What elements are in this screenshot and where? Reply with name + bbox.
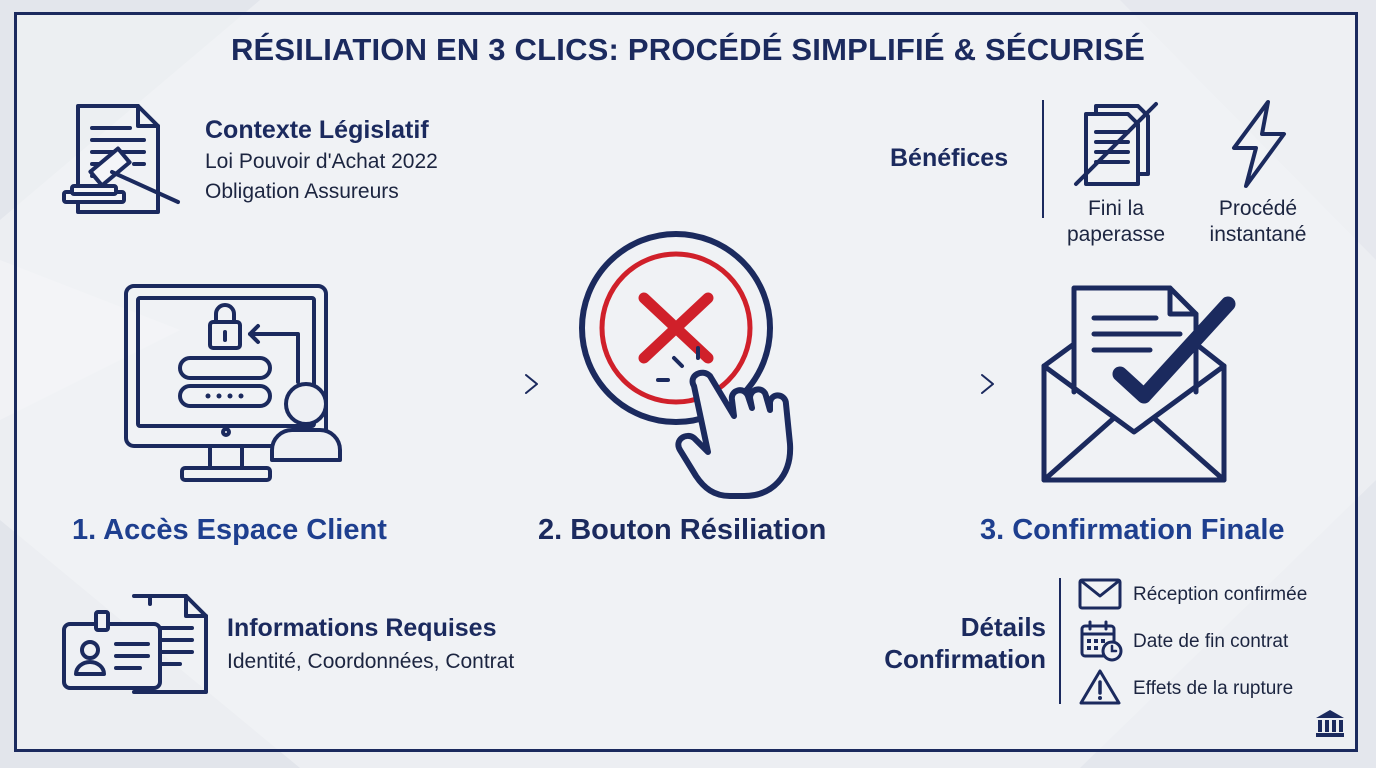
benefit-2-label-line1: Procédé [1218, 197, 1298, 220]
confirmation-heading-line1: Détails [960, 612, 1046, 642]
confirmation-item-1: Réception confirmée [1133, 584, 1308, 605]
step-3-label: 3. Confirmation Finale [980, 514, 1285, 546]
required-info-text: Identité, Coordonnées, Contrat [227, 650, 515, 673]
arrow-step2-to-step3 [842, 374, 994, 394]
bank-building-icon [1316, 710, 1344, 737]
confirmation-item-3: Effets de la rupture [1133, 678, 1294, 699]
benefit-2-label-line2: instantané [1209, 223, 1307, 246]
required-info-heading: Informations Requises [227, 614, 497, 642]
context-heading: Contexte Législatif [205, 116, 429, 144]
step-2-label: 2. Bouton Résiliation [538, 514, 827, 546]
context-line-1: Loi Pouvoir d'Achat 2022 [205, 150, 438, 173]
envelope-icon [1078, 578, 1122, 610]
cancel-click-icon [579, 231, 794, 499]
step-1-label: 1. Accès Espace Client [72, 514, 387, 546]
benefit-1-label-line1: Fini la [1087, 197, 1145, 220]
computer-login-icon [124, 284, 342, 482]
page-title: RÉSILIATION EN 3 CLICS: PROCÉDÉ SIMPLIFI… [230, 32, 1146, 67]
benefits-heading: Bénéfices [890, 144, 1009, 172]
benefits-divider [1042, 100, 1044, 218]
arrow-step1-to-step2 [386, 374, 538, 394]
gavel-document-icon [62, 104, 180, 214]
confirmation-heading-line2: Confirmation [884, 644, 1046, 674]
benefit-1-label-line2: paperasse [1066, 223, 1166, 246]
confirmation-item-2: Date de fin contrat [1133, 631, 1289, 652]
no-paper-icon [1074, 102, 1158, 186]
context-line-2: Obligation Assureurs [205, 180, 399, 203]
lightning-icon [1232, 100, 1286, 188]
envelope-check-icon [1041, 285, 1236, 483]
confirmation-divider [1059, 578, 1061, 704]
id-card-document-icon [62, 594, 208, 694]
warning-icon [1079, 669, 1121, 705]
calendar-clock-icon [1080, 620, 1123, 662]
